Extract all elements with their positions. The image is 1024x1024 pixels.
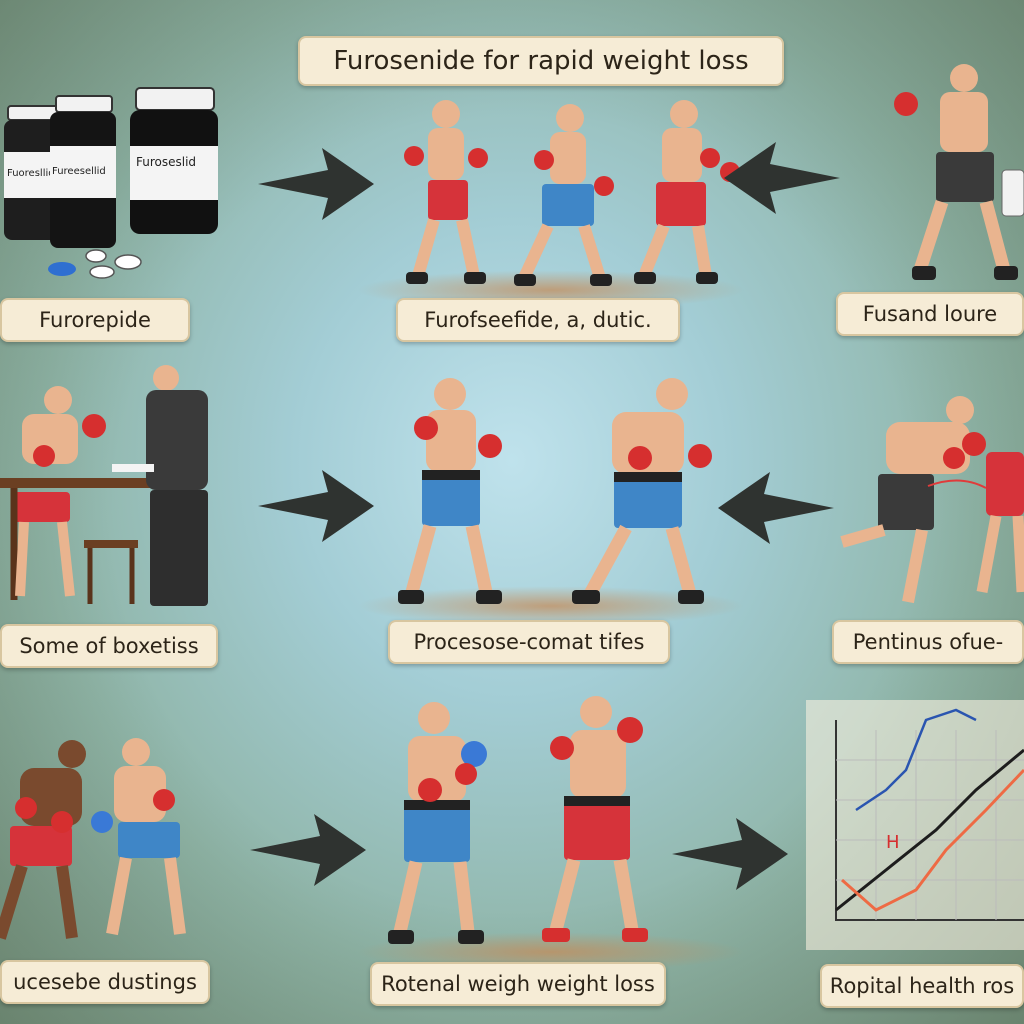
boxer-figure-icon bbox=[510, 100, 620, 292]
boxer-figure-icon bbox=[534, 690, 674, 954]
pill-bottle-icon: Fureesellid bbox=[50, 95, 116, 248]
bottle-2-label: Fureesellid bbox=[52, 166, 106, 177]
caption-furorepide: Furorepide bbox=[0, 298, 190, 342]
arrow-right-icon bbox=[258, 470, 374, 542]
line-chart-icon: H bbox=[806, 700, 1024, 950]
boxer-figure-icon bbox=[572, 372, 724, 612]
arrow-left-icon bbox=[718, 472, 834, 544]
arrow-right-icon bbox=[250, 814, 366, 886]
caption-pentinus: Pentinus ofue- bbox=[832, 620, 1024, 664]
pill-bottle-icon: Furoseslid bbox=[130, 87, 218, 234]
caption-some-of-boxetiss: Some of boxetiss bbox=[0, 624, 218, 668]
arrow-right-icon bbox=[258, 148, 374, 220]
caption-ropital-health: Ropital health ros bbox=[820, 964, 1024, 1008]
pill-bottles-scene: Fuoresllid Fureesellid Furoseslid bbox=[0, 84, 220, 284]
bottle-3-label: Furoseslid bbox=[136, 155, 196, 169]
sparring-scene bbox=[0, 738, 196, 948]
weigh-in-table-scene bbox=[0, 360, 226, 620]
caption-furofseefide: Furofseefide, a, dutic. bbox=[396, 298, 680, 342]
boxer-figure-icon bbox=[634, 96, 744, 292]
sparring-scene bbox=[836, 392, 1024, 612]
page-title: Furosenide for rapid weight loss bbox=[298, 36, 784, 86]
arrow-right-icon bbox=[672, 818, 788, 890]
boxer-figure-icon bbox=[378, 696, 498, 954]
caption-fusand-loure: Fusand loure bbox=[836, 292, 1024, 336]
boxer-figure-icon bbox=[390, 372, 514, 612]
bottle-1-label: Fuoresllid bbox=[7, 168, 55, 179]
boxer-figure-icon bbox=[886, 60, 1024, 290]
boxer-figure-icon bbox=[392, 96, 502, 292]
arrow-left-icon bbox=[724, 142, 840, 214]
pill-icon bbox=[48, 249, 142, 279]
caption-procesose-comat: Procesose-comat tifes bbox=[388, 620, 670, 664]
caption-ucesebe-dustings: ucesebe dustings bbox=[0, 960, 210, 1004]
chart-h-label: H bbox=[886, 832, 900, 853]
caption-rotenal-weigh: Rotenal weigh weight loss bbox=[370, 962, 666, 1006]
